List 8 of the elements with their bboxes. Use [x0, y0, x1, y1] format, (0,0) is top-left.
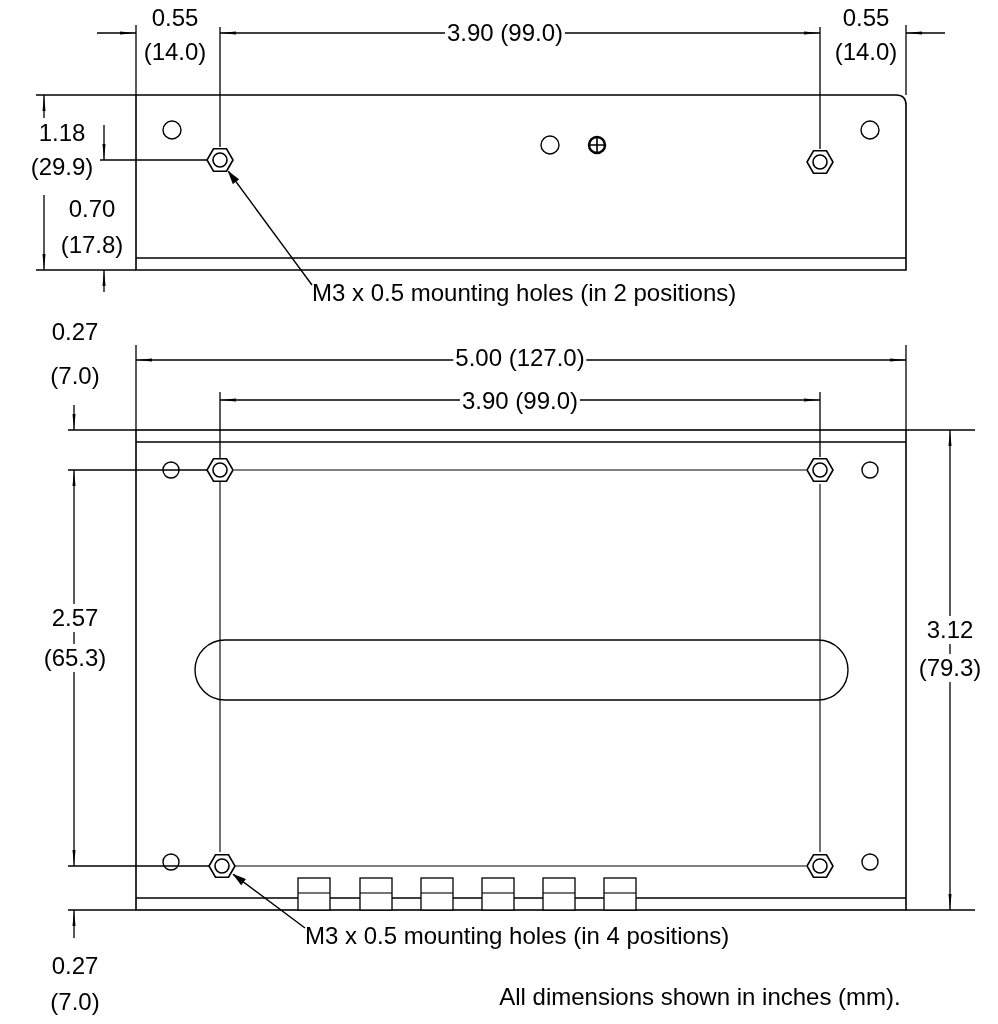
- dimension-label: 3.12: [924, 616, 976, 644]
- callout-text: M3 x 0.5 mounting holes (in 4 positions): [305, 922, 730, 950]
- hex-nut: [206, 146, 234, 174]
- leader-line: [227, 170, 313, 286]
- hex-nut: [208, 852, 236, 880]
- leader-line: [232, 873, 306, 929]
- dimension-label: 2.57: [49, 604, 101, 632]
- callout-text: M3 x 0.5 mounting holes (in 2 positions): [312, 279, 737, 307]
